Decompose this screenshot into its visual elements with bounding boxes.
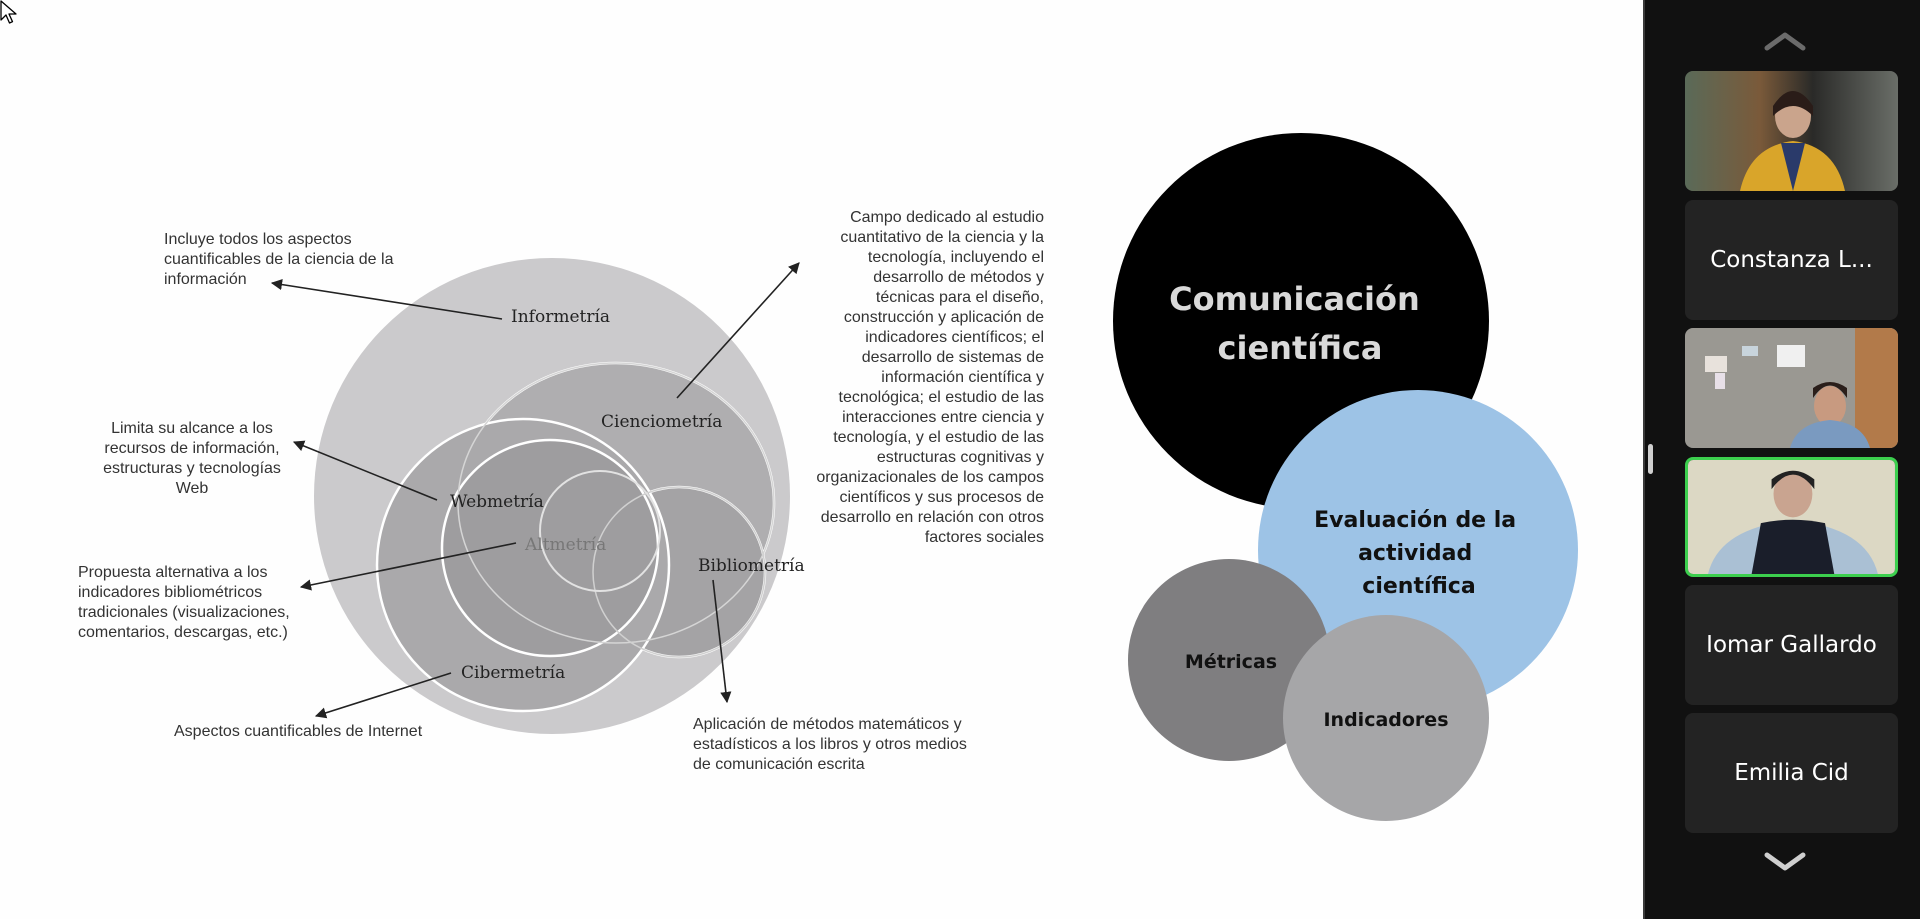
participant-video-tile[interactable]	[1685, 328, 1898, 448]
metricas-bubble	[1128, 559, 1330, 761]
indicadores-bubble	[1283, 615, 1489, 821]
bibliometria-arrow	[712, 579, 732, 704]
participant-video-tile-active-speaker[interactable]	[1685, 457, 1898, 577]
participant-video-feed	[1688, 460, 1895, 574]
comunicacion-cientifica-label: Comunicación científica	[1169, 280, 1431, 367]
bibliometria-overlap-outline	[592, 486, 766, 658]
cibermetria-label: Cibermetría	[461, 663, 565, 683]
participant-tile-constanza[interactable]: Constanza L...	[1685, 200, 1898, 320]
altmetria-arrow	[299, 542, 517, 591]
scientometrics-venn-diagram: Informetría Cienciometría Webmetría Altm…	[270, 258, 805, 734]
participant-name: Iomar Gallardo	[1706, 632, 1877, 658]
cienciometria-label: Cienciometría	[601, 412, 722, 432]
chevron-down-icon[interactable]	[1763, 851, 1807, 873]
cienciometria-arrow	[676, 262, 800, 399]
informetria-note: Incluye todos los aspectos cuantificable…	[164, 231, 394, 288]
participant-tile-iomar[interactable]: Iomar Gallardo	[1685, 585, 1898, 705]
panel-resize-handle[interactable]	[1648, 444, 1653, 474]
bibliometria-note: Aplicación de métodos matemáticos y esta…	[693, 716, 967, 773]
webmetria-label: Webmetría	[450, 492, 544, 512]
indicadores-label: Indicadores	[1323, 709, 1448, 731]
participant-name: Emilia Cid	[1734, 760, 1849, 786]
cienciometria-note: Campo dedicado al estudio cuantitativo d…	[816, 209, 1044, 546]
cibermetria-note: Aspectos cuantificables de Internet	[174, 723, 423, 740]
participant-video-feed	[1685, 71, 1898, 191]
participant-video-feed	[1685, 328, 1898, 448]
mouse-cursor-icon	[0, 0, 17, 24]
altmetria-circle	[539, 470, 661, 592]
participant-video-tile[interactable]	[1685, 71, 1898, 191]
shared-slide: Informetría Cienciometría Webmetría Altm…	[0, 0, 1578, 821]
altmetria-note: Propuesta alternativa a los indicadores …	[78, 564, 290, 641]
altmetria-label: Altmetría	[524, 535, 606, 555]
participants-panel: Constanza L... Iomar Gallardo Emilia Cid	[1643, 0, 1920, 919]
webmetria-arrow	[292, 440, 438, 501]
evaluacion-actividad-label: Evaluación de la actividad científica	[1314, 508, 1524, 599]
slide-diagrams: Informetría Cienciometría Webmetría Altm…	[270, 133, 1578, 821]
cienciometria-overlap-outline	[457, 362, 775, 644]
bibliometria-label: Bibliometría	[698, 556, 805, 576]
participant-name: Constanza L...	[1710, 247, 1873, 273]
metricas-label: Métricas	[1185, 651, 1277, 673]
cibermetria-arrow	[314, 672, 452, 719]
participant-tile-emilia[interactable]: Emilia Cid	[1685, 713, 1898, 833]
webmetria-note: Limita su alcance a los recursos de info…	[103, 420, 281, 497]
informetria-arrow	[270, 279, 503, 320]
evaluation-bubbles-diagram: Comunicación científica Evaluación de la…	[1113, 133, 1578, 821]
informetria-label: Informetría	[511, 307, 610, 327]
chevron-up-icon[interactable]	[1763, 30, 1807, 52]
